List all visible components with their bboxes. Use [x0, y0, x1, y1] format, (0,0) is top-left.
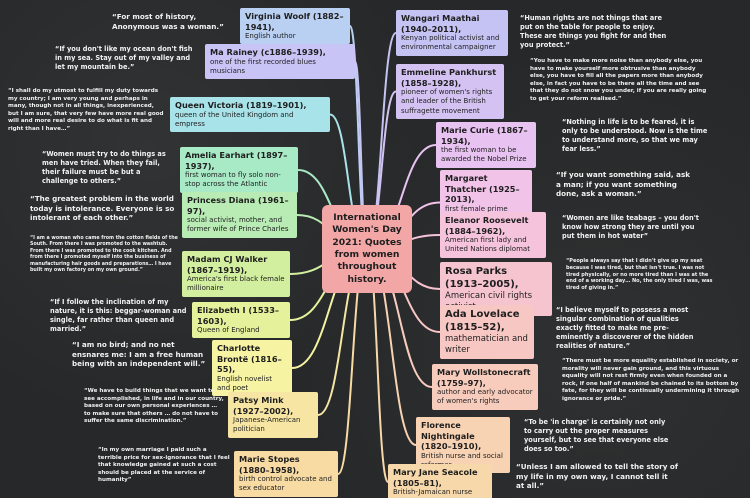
node-ma-rainey[interactable]: Ma Rainey (c1886–1939), one of the first…: [205, 44, 355, 79]
node-name: Florence Nightingale (1820–1910),: [421, 420, 482, 452]
quote-elizabeth-i: “If I follow the inclination of my natur…: [50, 298, 187, 333]
quote-mary-jane-seacole: “Unless I am allowed to tell the story o…: [516, 462, 678, 491]
node-name: Mary Jane Seacole (1805–81),: [393, 467, 478, 488]
node-description: social activist, mother, and former wife…: [187, 216, 289, 234]
node-wangari-maathai[interactable]: Wangari Maathai (1940–2011), Kenyan poli…: [396, 10, 508, 56]
node-description: American first lady and United Nations d…: [445, 236, 530, 254]
quote-wangari-maathai: “Human rights are not things that are pu…: [520, 14, 667, 49]
node-name: Elizabeth I (1533–1603),: [197, 305, 280, 326]
node-description: one of the first recorded blues musician…: [210, 57, 316, 75]
node-description: English author: [245, 32, 296, 41]
quote-queen-victoria: “I shall do my utmost to fulfill my duty…: [8, 88, 164, 132]
quote-margaret-thatcher: “If you want something said, ask a man; …: [556, 170, 691, 199]
node-description: queen of the United Kingdom and empress: [175, 110, 294, 128]
central-topic[interactable]: International Women's Day 2021: Quotes f…: [322, 205, 412, 293]
quote-ma-rainey: “If you don't like my ocean don't fish i…: [55, 45, 193, 71]
node-name: Patsy Mink (1927–2002),: [233, 395, 294, 416]
node-elizabeth-i[interactable]: Elizabeth I (1533–1603), Queen of Englan…: [192, 302, 290, 339]
node-name: Marie Stopes (1880–1958),: [239, 454, 300, 475]
quote-amelia-earhart: “Women must try to do things as men have…: [42, 150, 166, 185]
node-description: English novelist and poet: [217, 374, 272, 393]
quote-eleanor-roosevelt: “Women are like teabags – you don't know…: [562, 214, 699, 240]
node-ada-lovelace[interactable]: Ada Lovelace (1815–52), mathematician an…: [440, 305, 534, 360]
node-description: America's first black female millionaire: [187, 275, 285, 293]
node-description: Japanese-American politician: [233, 416, 301, 434]
node-description: first woman to fly solo non-stop across …: [185, 171, 281, 189]
node-name: Madam CJ Walker (1867–1919),: [187, 254, 268, 275]
node-description: pioneer of women's rights and leader of …: [401, 88, 493, 115]
node-description: author and early advocator of women's ri…: [437, 388, 533, 406]
node-queen-victoria[interactable]: Queen Victoria (1819–1901), queen of the…: [170, 97, 330, 132]
node-patsy-mink[interactable]: Patsy Mink (1927–2002), Japanese-America…: [228, 392, 318, 438]
quote-marie-stopes: “In my own marriage I paid such a terrib…: [98, 447, 230, 484]
node-name: Queen Victoria (1819–1901),: [175, 100, 307, 110]
node-description: mathematician and writer: [445, 334, 528, 356]
quote-rosa-parks: “People always say that I didn't give up…: [566, 258, 713, 291]
quote-florence-nightingale: “To be 'in charge' is certainly not only…: [524, 418, 669, 453]
node-name: Virginia Woolf (1882–1941),: [245, 11, 344, 32]
node-description: Queen of England: [197, 326, 260, 335]
node-madam-cj-walker[interactable]: Madam CJ Walker (1867–1919), America's f…: [182, 251, 290, 297]
central-topic-title: International Women's Day 2021: Quotes f…: [332, 211, 402, 285]
quote-emmeline-pankhurst: “You have to make more noise than anybod…: [530, 58, 707, 102]
node-name: Rosa Parks (1913–2005),: [445, 266, 519, 290]
node-description: Kenyan political activist and environmen…: [401, 34, 500, 52]
node-name: Amelia Earhart (1897–1937),: [185, 150, 288, 171]
node-name: Emmeline Pankhurst (1858–1928),: [401, 67, 497, 88]
quote-madam-cj-walker: “I am a woman who came from the cotton f…: [30, 236, 178, 274]
node-name: Wangari Maathai (1940–2011),: [401, 13, 480, 34]
node-mary-jane-seacole[interactable]: Mary Jane Seacole (1805–81), British-Jam…: [388, 464, 492, 498]
node-charlotte-bronte[interactable]: Charlotte Brontë (1816–55), English nove…: [212, 340, 292, 397]
quote-ada-lovelace: “I believe myself to possess a most sing…: [556, 306, 694, 350]
node-eleanor-roosevelt[interactable]: Eleanor Roosevelt (1884–1962), American …: [440, 212, 546, 258]
quote-princess-diana: “The greatest problem in the world today…: [30, 194, 175, 223]
node-marie-curie[interactable]: Marie Curie (1867–1934), the first woman…: [436, 122, 536, 168]
node-emmeline-pankhurst[interactable]: Emmeline Pankhurst (1858–1928), pioneer …: [396, 64, 504, 119]
quote-patsy-mink: “We have to build things that we want to…: [84, 388, 224, 425]
node-marie-stopes[interactable]: Marie Stopes (1880–1958), birth control …: [234, 451, 338, 497]
node-name: Margaret Thatcher (1925–2013),: [445, 173, 520, 205]
node-amelia-earhart[interactable]: Amelia Earhart (1897–1937), first woman …: [180, 147, 298, 193]
node-name: Marie Curie (1867–1934),: [441, 125, 528, 146]
node-description: birth control advocate and sex educator: [239, 475, 332, 493]
quote-charlotte-bronte: “I am no bird; and no net ensnares me: I…: [72, 340, 206, 369]
node-florence-nightingale[interactable]: Florence Nightingale (1820–1910), Britis…: [416, 417, 510, 474]
node-name: Ma Rainey (c1886–1939),: [210, 47, 326, 57]
node-name: Mary Wollstonecraft (1759–97),: [437, 367, 531, 388]
node-description: the first woman to be awarded the Nobel …: [441, 146, 527, 164]
quote-mary-wollstonecraft: “There must be more equality established…: [562, 358, 740, 402]
quote-virginia-woolf: “For most of history, Anonymous was a wo…: [112, 12, 224, 31]
node-description: British-Jamaican nurse: [393, 488, 473, 497]
node-name: Princess Diana (1961–97),: [187, 195, 289, 216]
node-name: Charlotte Brontë (1816–55),: [217, 343, 282, 375]
node-princess-diana[interactable]: Princess Diana (1961–97), social activis…: [182, 192, 297, 238]
node-virginia-woolf[interactable]: Virginia Woolf (1882–1941), English auth…: [240, 8, 350, 45]
quote-marie-curie: “Nothing in life is to be feared, it is …: [562, 118, 708, 153]
node-mary-wollstonecraft[interactable]: Mary Wollstonecraft (1759–97), author an…: [432, 364, 538, 410]
node-name: Eleanor Roosevelt (1884–1962),: [445, 215, 529, 236]
node-name: Ada Lovelace (1815–52),: [445, 309, 520, 333]
